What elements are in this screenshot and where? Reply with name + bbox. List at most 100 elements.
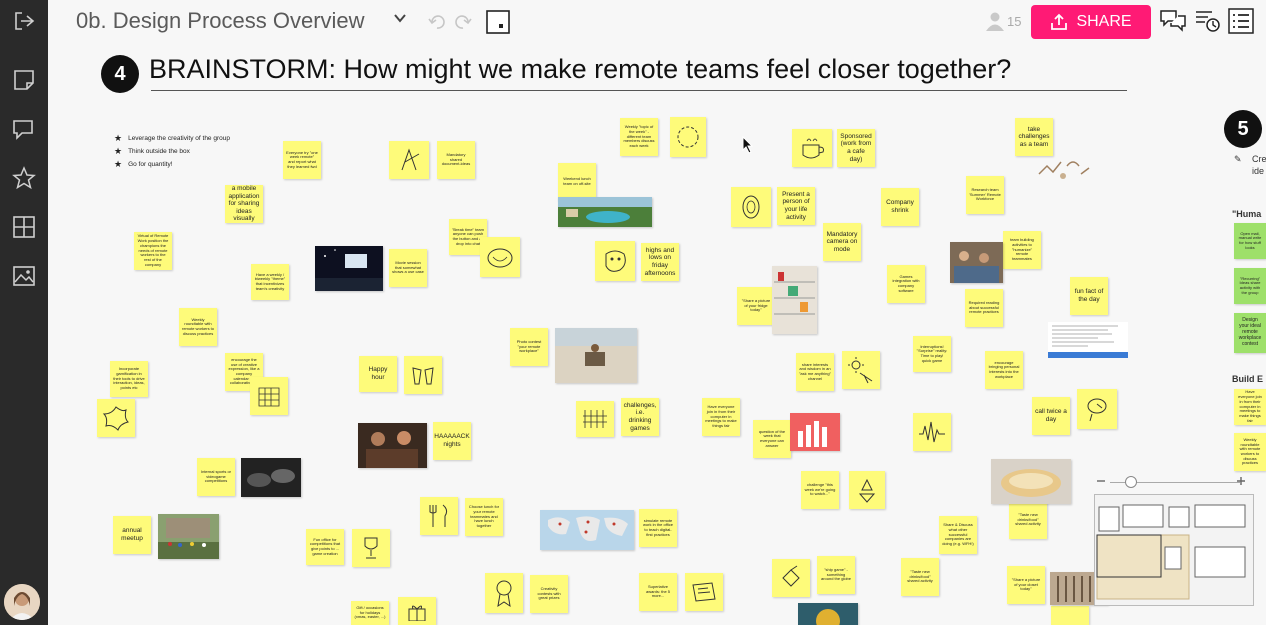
star-icon[interactable] [6,161,42,195]
sticky-note[interactable]: challenges, i.e. drinking games [621,398,659,436]
document-preview-card[interactable] [1048,322,1128,358]
sticky-note[interactable]: Games integration with company software [887,265,925,303]
sticky-note[interactable]: Mandatory shared document-ideas [437,141,475,179]
movie-night-photo[interactable] [315,246,383,291]
sticky-note[interactable]: Research team 'Summer' Remote Workforce [966,176,1004,214]
sticky-note-green[interactable]: Design your ideal remote workplace conte… [1234,313,1266,353]
sticky-note[interactable]: challenge "this week we're going to watc… [801,471,839,509]
food-photo[interactable] [991,459,1071,504]
challenge-sketch-image[interactable] [1033,146,1095,184]
sticky-note[interactable]: Virtual of Remote Work position the cham… [134,232,172,270]
share-button[interactable]: SHARE [1031,5,1151,39]
sticky-note[interactable]: Happy hour [359,356,397,392]
world-map-image[interactable] [540,510,634,550]
doodle-note[interactable] [398,597,436,625]
fridge-photo[interactable] [772,266,817,334]
grid-icon[interactable] [6,210,42,244]
doodle-note[interactable] [389,141,429,179]
sticky-note[interactable]: call twice a day [1032,397,1070,435]
sticky-note[interactable]: Photo contest "your remote workplace" [510,328,548,366]
activity-history-icon[interactable] [1194,8,1222,34]
sticky-note[interactable]: Choose lunch for your remote teammates a… [465,498,503,536]
sticky-note[interactable]: team building activities to "humanize" r… [1003,231,1041,269]
sticky-note[interactable]: Weekend lunch team on off-site [558,163,596,201]
undo-icon[interactable] [428,13,446,31]
doodle-note[interactable] [685,573,723,611]
sticky-note[interactable]: Mandatory camera on mode [823,223,861,261]
doodle-note[interactable] [404,356,442,394]
sticky-note[interactable]: Everyone try "one week remote" and repor… [283,141,321,179]
sticky-note[interactable]: fun fact of the day [1070,277,1108,315]
zoom-slider-thumb[interactable] [1125,476,1137,488]
doodle-note[interactable] [595,241,635,281]
globe-photo[interactable] [798,603,858,625]
doodle-note[interactable] [1077,389,1117,429]
sticky-note[interactable]: take challenges as a team [1015,118,1053,156]
sticky-note[interactable]: a mobile application for sharing ideas v… [225,185,263,223]
sticky-note-green[interactable]: Open mail, manual write for how stuff lo… [1234,223,1266,259]
doodle-note[interactable] [772,559,810,597]
sticky-note[interactable]: Weekly roundtable with remote workers to… [179,308,217,346]
doodle-note[interactable] [792,129,832,167]
doodle-note[interactable] [670,117,706,157]
doodle-note[interactable] [97,399,135,437]
sticky-note[interactable]: Superlative awards: the 5 more... [639,573,677,611]
sticky-note[interactable]: annual meetup [113,516,151,554]
sticky-note-green[interactable]: "Recurring" Ideas share activity with th… [1234,268,1266,304]
doodle-note[interactable] [420,497,458,535]
text-search-icon[interactable] [6,112,42,146]
zoom-slider-track[interactable] [1110,482,1240,483]
sticky-note[interactable]: Creativity contests with great prizes [530,575,568,613]
team-building-photo[interactable] [950,242,1003,283]
doodle-note[interactable] [576,401,614,437]
doodle-note[interactable] [485,573,523,613]
comments-icon[interactable] [1159,8,1187,34]
sticky-note[interactable]: "Taste new drinks/food" shared activity [1009,501,1047,539]
red-chart-image[interactable] [790,413,840,451]
doodle-note[interactable] [352,529,390,567]
sticky-note[interactable]: Have everyone join in from their compute… [1234,389,1266,425]
sticky-note[interactable]: Company shrink [881,188,919,226]
sticky-note[interactable]: Share & Discuss what other successful co… [939,516,977,554]
chevron-down-icon[interactable] [394,13,406,23]
sticky-note[interactable]: Have a weekly / biweekly "theme" that in… [251,264,289,300]
outline-list-icon[interactable] [1228,8,1254,34]
sticky-note[interactable]: HAAAAACK nights [433,422,471,460]
sticky-note[interactable]: "ship game" - something around the globe [817,556,855,594]
group-photo[interactable] [158,514,219,559]
sticky-note[interactable]: Incorporate gamification in their tools … [110,361,148,397]
board-canvas[interactable]: 4 BRAINSTORM: How might we make remote t… [48,46,1266,625]
doodle-note[interactable] [842,351,880,389]
user-avatar[interactable] [4,584,40,620]
canvas-settings-icon[interactable] [486,10,510,34]
beach-workplace-photo[interactable] [555,328,637,383]
sticky-note[interactable]: highs and lows on friday afternoons [641,243,679,281]
sticky-note[interactable]: Sponsored (work from a cafe day) [837,129,875,167]
sticky-note[interactable]: Weekly roundtable with remote workers to… [1234,433,1266,471]
zoom-in-icon[interactable] [1236,476,1246,486]
exit-icon[interactable] [6,4,42,38]
sticky-note[interactable]: simulate remote work in the office to te… [639,509,677,547]
sticky-note[interactable]: Fun office for competitions that give po… [306,529,344,565]
sticky-note[interactable]: Interruptions! "Surprise" reality: Time … [913,336,951,372]
doodle-note[interactable] [250,377,288,415]
sticky-note[interactable]: question of the week that everyone can a… [753,420,791,458]
sticky-note[interactable]: Internal sports or videogame competition… [197,458,235,496]
section-title[interactable]: BRAINSTORM: How might we make remote tea… [149,54,1012,84]
sticky-note[interactable]: "Share a picture of your closet today" [1007,566,1045,604]
videogame-controllers-photo[interactable] [241,458,301,497]
doodle-note[interactable] [849,471,885,509]
sticky-note[interactable]: Weekly "topic of the week" - different t… [620,118,658,156]
doodle-note[interactable] [480,237,520,277]
document-title[interactable]: 0b. Design Process Overview [76,8,365,33]
hack-night-photo[interactable] [358,423,427,468]
sticky-note[interactable]: Present a person of your life activity [777,187,815,225]
doodle-note[interactable] [731,187,771,227]
sticky-note[interactable]: "Share a picture of your fridge today" [737,287,775,325]
sticky-note[interactable]: Required reading about successful remote… [965,289,1003,327]
sticky-note[interactable]: "Taste new drinks/food" shared activity [901,558,939,596]
doodle-note[interactable] [913,413,951,451]
sticky-note[interactable]: Have everyone join in from their compute… [702,398,740,436]
board-minimap[interactable] [1094,494,1254,606]
doodle-note[interactable] [1051,606,1089,625]
